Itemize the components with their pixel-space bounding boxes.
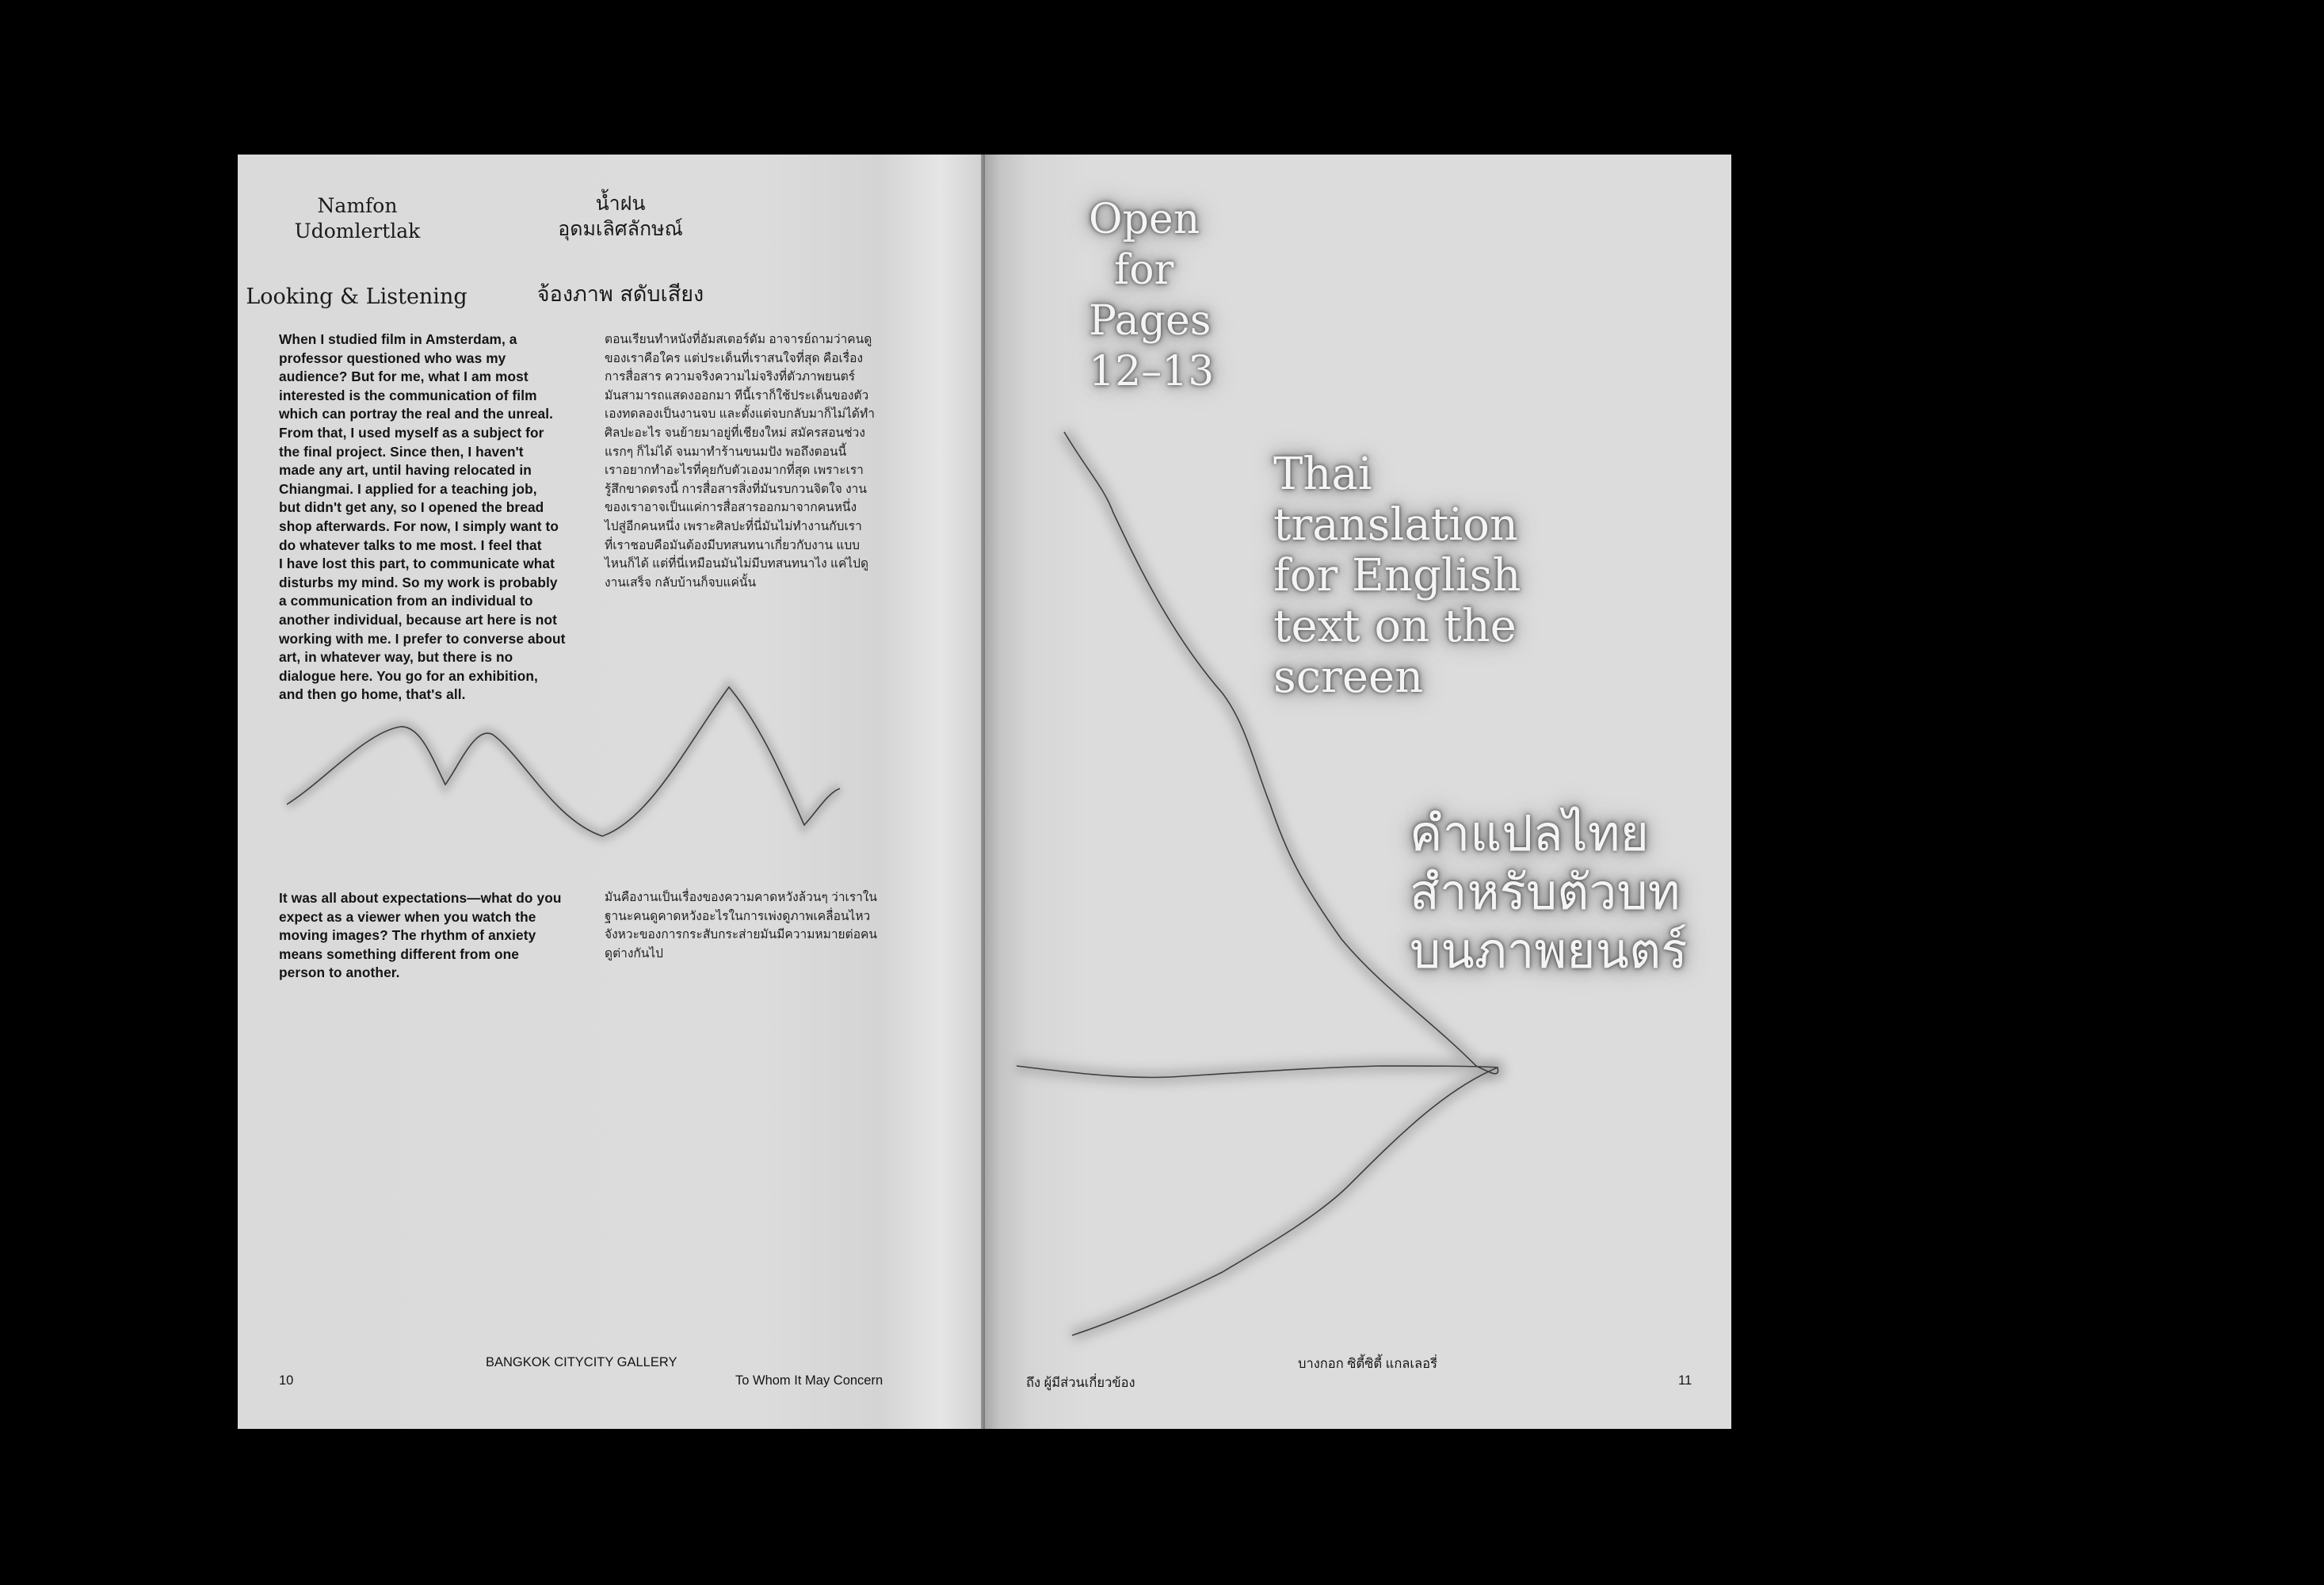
text-line: working with me. I prefer to converse ab… xyxy=(279,630,566,647)
text-line: When I studied film in Amsterdam, a xyxy=(279,331,517,347)
text-line: ฐานะคนดูคาดหวังอะไรในการเพ่งดูภาพเคลื่อน… xyxy=(605,909,871,923)
text-line: art, in whatever way, but there is no xyxy=(279,649,513,666)
text-line: ของเราอาจเป็นแค่การสื่อสารออกมาจากคนหนึ่… xyxy=(605,501,857,515)
text-line: การสื่อสาร ความจริงความไม่จริงที่ตัวภาพย… xyxy=(605,370,856,384)
page-number-left: 10 xyxy=(279,1373,294,1388)
text-line: ไปสู่อีกคนหนึ่ง เพราะศิลปะที่นี่มันไม่ทำ… xyxy=(605,519,862,533)
text-line: interested is the communication of film xyxy=(279,387,537,403)
text-line: a communication from an individual to xyxy=(279,593,533,609)
text-line: ตอนเรียนทำหนังที่อัมสเตอร์ดัม อาจารย์ถาม… xyxy=(605,333,872,346)
text-line: the final project. Since then, I haven't xyxy=(279,443,524,460)
text-line: audience? But for me, what I am most xyxy=(279,369,529,385)
text-line: Thai xyxy=(1273,449,1372,500)
text-line: ไหนก็ได้ แต่ที่นี่เหมือนมันไม่มีบทสนทนาไ… xyxy=(605,557,869,571)
text-line: 12–13 xyxy=(1089,348,1215,395)
author-last-name-th: อุดมเลิศลักษณ์ xyxy=(558,217,683,240)
body-text-en-2: It was all about expectations—what do yo… xyxy=(279,889,596,983)
text-line: expect as a viewer when you watch the xyxy=(279,908,536,925)
text-line: ของเราคือใคร แต่ประเด็นที่เราสนใจที่สุด … xyxy=(605,351,864,365)
text-line: มันสามารถแสดงออกมา ทีนี้เราก็ใช้ประเด็นข… xyxy=(605,388,869,403)
essay-title-en: Looking & Listening xyxy=(246,285,467,309)
translation-note-en: Thai translation for English text on the… xyxy=(1273,449,1521,703)
author-name-en: Namfon Udomlertlak xyxy=(239,193,476,244)
left-page: Namfon Udomlertlak น้ำฝน อุดมเลิศลักษณ์ … xyxy=(238,155,985,1429)
triangle-line-drawing xyxy=(1016,428,1505,1342)
body-text-th-2: มันคืองานเป็นเรื่องของความคาดหวังล้วนๆ ว… xyxy=(605,888,922,963)
text-line: another individual, because art here is … xyxy=(279,611,557,628)
text-line: which can portray the real and the unrea… xyxy=(279,406,554,422)
text-line: but didn't get any, so I opened the brea… xyxy=(279,499,544,516)
text-line: for English xyxy=(1273,550,1521,602)
text-line: รู้สึกขาดตรงนี้ การสื่อสารสิ่งที่มันรบกว… xyxy=(605,482,867,496)
body-text-en-1: When I studied film in Amsterdam, a prof… xyxy=(279,330,596,705)
text-line: disturbs my mind. So my work is probably xyxy=(279,574,558,590)
author-first-name-th: น้ำฝน xyxy=(595,192,646,215)
text-line: I have lost this part, to communicate wh… xyxy=(279,556,555,572)
text-line: text on the xyxy=(1273,601,1517,652)
text-line: งานเสร็จ กลับบ้านก็จบแค่นั้น xyxy=(605,575,757,590)
text-line: เราอยากทำอะไรที่คุยกับตัวเองมากที่สุด เพ… xyxy=(605,464,864,478)
text-line: screen xyxy=(1273,651,1424,703)
text-line: moving images? The rhythm of anxiety xyxy=(279,927,536,944)
text-line: Pages xyxy=(1089,297,1212,345)
text-line: person to another. xyxy=(279,964,400,981)
text-line: Chiangmai. I applied for a teaching job, xyxy=(279,480,537,497)
footer-gallery-en: BANGKOK CITYCITY GALLERY xyxy=(486,1355,677,1369)
text-line: จังหวะของการกระสับกระส่ายมันมีความหมายต่… xyxy=(605,928,877,942)
text-line: สำหรับตัวบท xyxy=(1410,863,1681,921)
right-page: Open for Pages 12–13 Thai translation fo… xyxy=(985,155,1731,1429)
text-line: for xyxy=(1114,246,1174,294)
footer-gallery-th: บางกอก ซิตี้ซิตี้ แกลเลอรี่ xyxy=(1298,1357,1437,1371)
text-line: ศิลปะอะไร จนย้ายมาอยู่ที่เชียงใหม่ สมัคร… xyxy=(605,426,865,440)
translation-note-th: คำแปลไทย สำหรับตัวบท บนภาพยนตร์ xyxy=(1410,804,1688,980)
text-line: คำแปลไทย xyxy=(1410,804,1649,862)
essay-title-th: จ้องภาพ สดับเสียง xyxy=(536,282,704,307)
author-first-name: Namfon xyxy=(317,194,398,217)
author-name-th: น้ำฝน อุดมเลิศลักษณ์ xyxy=(502,191,739,242)
text-line: บนภาพยนตร์ xyxy=(1410,922,1688,980)
text-line: เองทดลองเป็นงานจบ และตั้งแต่จบกลับมาก็ไม… xyxy=(605,407,875,422)
text-line: It was all about expectations—what do yo… xyxy=(279,890,562,906)
text-line: professor questioned who was my xyxy=(279,349,506,366)
text-line: shop afterwards. For now, I simply want … xyxy=(279,518,559,534)
text-line: ที่เราชอบคือมันต้องมีบทสนทนาเกี่ยวกับงาน… xyxy=(605,538,861,552)
footer-title-th: ถึง ผู้มีส่วนเกี่ยวข้อง xyxy=(1026,1376,1135,1390)
mountain-line-drawing xyxy=(284,678,842,842)
text-line: and then go home, that's all. xyxy=(279,686,466,703)
open-for-pages-note: Open for Pages 12–13 xyxy=(1089,194,1214,397)
page-number-right: 11 xyxy=(1678,1373,1692,1388)
author-last-name: Udomlertlak xyxy=(294,220,421,243)
text-line: dialogue here. You go for an exhibition, xyxy=(279,667,538,684)
body-text-th-1: ตอนเรียนทำหนังที่อัมสเตอร์ดัม อาจารย์ถาม… xyxy=(605,330,922,592)
text-line: means something different from one xyxy=(279,945,519,962)
text-line: translation xyxy=(1273,499,1518,551)
text-line: From that, I used myself as a subject fo… xyxy=(279,424,544,441)
footer-title-en: To Whom It May Concern xyxy=(735,1373,883,1388)
text-line: Open xyxy=(1089,196,1200,243)
text-line: ดูต่างกันไป xyxy=(605,946,664,961)
text-line: made any art, until having relocated in xyxy=(279,462,532,479)
text-line: มันคืองานเป็นเรื่องของความคาดหวังล้วนๆ ว… xyxy=(605,891,878,904)
text-line: do whatever talks to me most. I feel tha… xyxy=(279,537,542,553)
text-line: แรกๆ ก็ไม่ได้ จนมาทำร้านขนมปัง พอถึงตอนน… xyxy=(605,445,847,459)
